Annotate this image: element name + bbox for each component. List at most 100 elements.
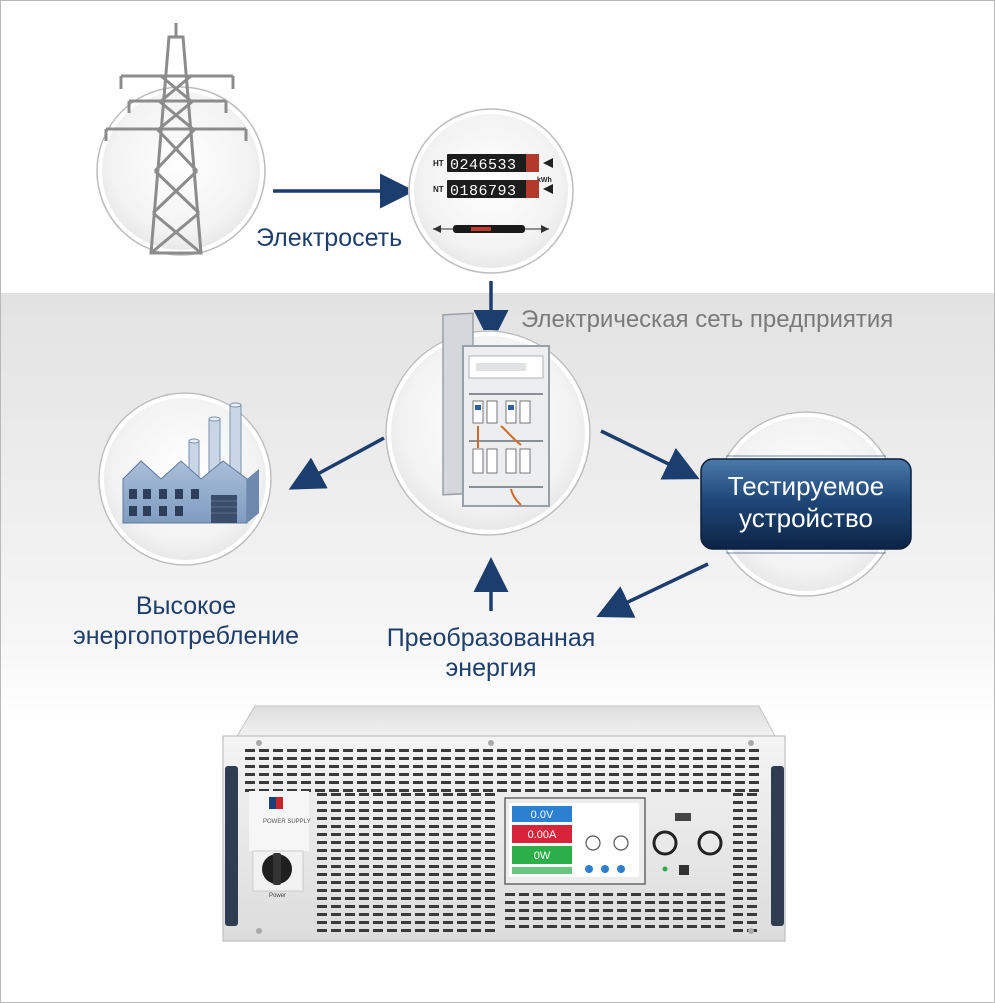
vent-slot	[747, 793, 757, 796]
vent-slot	[401, 929, 411, 932]
vent-slot	[539, 749, 549, 752]
vent-slot	[617, 917, 627, 920]
vent-slot	[429, 929, 439, 932]
vent-slot	[721, 773, 731, 776]
vent-slot	[357, 757, 367, 760]
vent-slot	[659, 893, 669, 896]
vent-slot	[747, 857, 757, 860]
vent-slot	[589, 901, 599, 904]
vent-slot	[485, 881, 495, 884]
vent-slot	[429, 857, 439, 860]
vent-slot	[511, 781, 521, 784]
vent-slot	[631, 893, 641, 896]
vent-slot	[317, 817, 327, 820]
vent-slot	[259, 773, 269, 776]
converted-energy-label-line2: энергия	[445, 654, 537, 682]
vent-slot	[525, 773, 535, 776]
vent-slot	[553, 765, 563, 768]
vent-slot	[715, 925, 725, 928]
vent-slot	[331, 841, 341, 844]
vent-slot	[609, 773, 619, 776]
vent-slot	[485, 809, 495, 812]
vent-slot	[553, 773, 563, 776]
vent-slot	[721, 765, 731, 768]
vent-slot	[533, 909, 543, 912]
vent-slot	[317, 857, 327, 860]
vent-slot	[471, 929, 481, 932]
vent-slot	[693, 773, 703, 776]
vent-slot	[457, 881, 467, 884]
vent-slot	[581, 789, 591, 792]
vent-slot	[301, 781, 311, 784]
vent-slot	[317, 881, 327, 884]
vent-slot	[609, 765, 619, 768]
vent-slot	[525, 765, 535, 768]
vent-slot	[371, 789, 381, 792]
converted-energy-label: Преобразованная энергия	[366, 623, 616, 683]
vent-slot	[617, 909, 627, 912]
vent-slot	[457, 889, 467, 892]
vent-slot	[315, 773, 325, 776]
vent-slot	[679, 773, 689, 776]
vent-slot	[747, 825, 757, 828]
vent-slot	[715, 901, 725, 904]
vent-slot	[373, 921, 383, 924]
vent-slot	[735, 749, 745, 752]
vent-slot	[693, 789, 703, 792]
vent-slot	[457, 897, 467, 900]
vent-slot	[245, 789, 255, 792]
vent-slot	[359, 801, 369, 804]
vent-slot	[637, 749, 647, 752]
vent-slot	[301, 789, 311, 792]
vent-slot	[387, 873, 397, 876]
vent-slot	[483, 749, 493, 752]
vent-slot	[373, 793, 383, 796]
vent-slot	[471, 865, 481, 868]
vent-slot	[471, 801, 481, 804]
vent-slot	[659, 909, 669, 912]
vent-slot	[401, 905, 411, 908]
vent-slot	[617, 901, 627, 904]
vent-slot	[373, 825, 383, 828]
vent-slot	[287, 749, 297, 752]
vent-slot	[673, 901, 683, 904]
vent-slot	[315, 781, 325, 784]
vent-slot	[539, 757, 549, 760]
vent-slot	[533, 925, 543, 928]
vent-slot	[415, 857, 425, 860]
vent-slot	[485, 817, 495, 820]
vent-slot	[733, 833, 743, 836]
power-switch-label: Power	[269, 893, 286, 899]
vent-slot	[429, 793, 439, 796]
vent-slot	[631, 925, 641, 928]
vent-slot	[245, 749, 255, 752]
vent-slot	[485, 889, 495, 892]
vent-slot	[567, 781, 577, 784]
vent-slot	[429, 865, 439, 868]
vent-slot	[359, 913, 369, 916]
vent-slot	[665, 773, 675, 776]
vent-slot	[623, 773, 633, 776]
vent-slot	[373, 857, 383, 860]
vent-slot	[603, 893, 613, 896]
vent-slot	[329, 757, 339, 760]
vent-slot	[679, 749, 689, 752]
vent-slot	[441, 757, 451, 760]
vent-slot	[483, 765, 493, 768]
vent-slot	[245, 765, 255, 768]
vent-slot	[471, 921, 481, 924]
meter-unit: kWh	[537, 177, 552, 184]
vent-slot	[457, 793, 467, 796]
vent-slot	[721, 789, 731, 792]
vent-slot	[441, 749, 451, 752]
vent-slot	[651, 765, 661, 768]
vent-slot	[345, 921, 355, 924]
vent-slot	[581, 749, 591, 752]
vent-slot	[539, 789, 549, 792]
vent-slot	[441, 773, 451, 776]
vent-slot	[749, 781, 759, 784]
vent-slot	[485, 793, 495, 796]
vent-slot	[497, 757, 507, 760]
vent-slot	[373, 929, 383, 932]
